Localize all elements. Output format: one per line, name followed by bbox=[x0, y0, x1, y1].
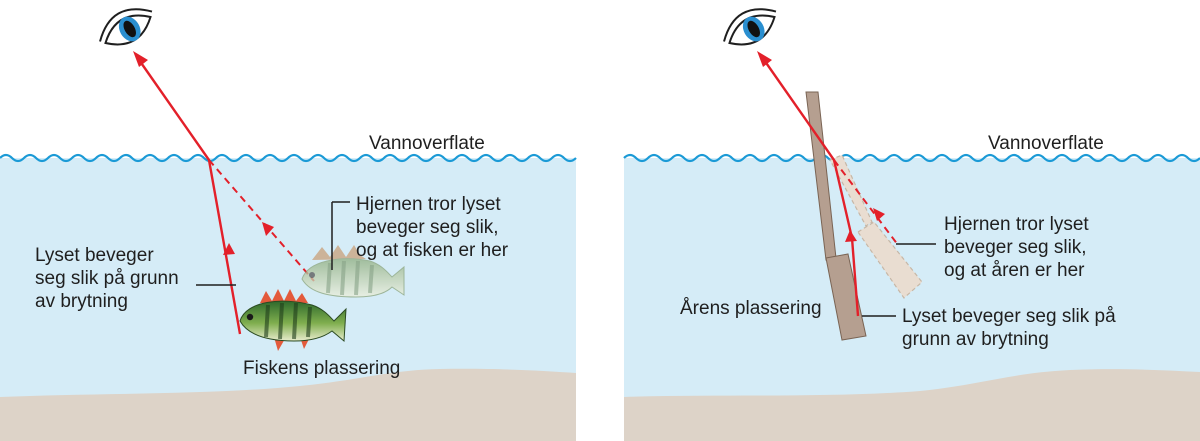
refraction-label: Lyset beveger seg slik på grunn av brytn… bbox=[902, 306, 1121, 350]
refracted-ray-arrow bbox=[845, 230, 857, 242]
panel-oar: Vannoverflate Hjernen tror lyset beveger… bbox=[623, 8, 1200, 441]
perceived-ray bbox=[833, 159, 899, 246]
surface-label: Vannoverflate bbox=[369, 133, 485, 154]
perceived-label: Hjernen tror lyset beveger seg slik, og … bbox=[356, 194, 509, 261]
oar-icon bbox=[805, 91, 867, 341]
perceived-ray-arrow bbox=[873, 208, 885, 221]
perceived-ray-arrow bbox=[262, 222, 274, 236]
refraction-label: Lyset beveger seg slik på grunn av brytn… bbox=[35, 245, 184, 312]
refracted-ray bbox=[136, 56, 242, 335]
refracted-ray-arrow bbox=[223, 243, 235, 255]
fish-icon-perceived bbox=[301, 245, 405, 298]
water-surface-waves bbox=[0, 153, 577, 163]
eye-icon bbox=[99, 8, 153, 46]
perceived-label: Hjernen tror lyset beveger seg slik, og … bbox=[944, 214, 1094, 281]
position-label: Årens plassering bbox=[680, 298, 822, 319]
surface-label: Vannoverflate bbox=[988, 133, 1104, 154]
oar-icon-perceived bbox=[829, 154, 923, 299]
eye-icon bbox=[723, 8, 777, 46]
ray-arrowhead-eye bbox=[133, 51, 148, 67]
panel-fish: Vannoverflate Hjernen tror lyset beveger… bbox=[0, 8, 577, 441]
refracted-ray bbox=[761, 56, 860, 317]
ray-arrowhead-eye bbox=[757, 51, 772, 67]
water-surface-waves bbox=[623, 153, 1200, 163]
position-label: Fiskens plassering bbox=[243, 358, 400, 379]
water bbox=[624, 158, 1200, 441]
perceived-ray bbox=[208, 159, 315, 282]
fish-icon bbox=[239, 289, 347, 351]
lake-bottom bbox=[624, 369, 1200, 441]
lake-bottom bbox=[0, 368, 576, 441]
